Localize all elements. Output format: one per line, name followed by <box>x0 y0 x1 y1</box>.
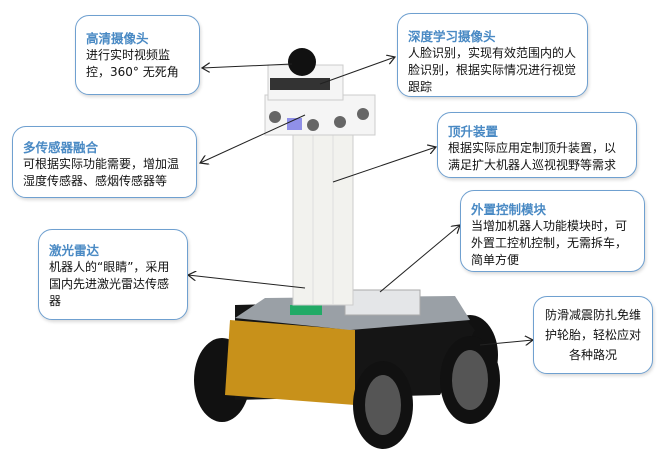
control-module <box>344 289 421 316</box>
callout-title: 外置控制模块 <box>471 202 547 217</box>
deep-learning-camera <box>270 78 330 90</box>
callout-title: 高清摄像头 <box>86 31 149 46</box>
callout-deep-learning-camera: 深度学习摄像头人脸识别，实现有效范围内的人脸识别，根据实际情况进行视觉跟踪 <box>397 13 588 97</box>
lift-column <box>292 134 354 306</box>
callout-multi-sensor: 多传感器融合可根据实际功能需要，增加温湿度传感器、感烟传感器等 <box>12 126 197 198</box>
callout-title: 多传感器融合 <box>23 140 99 155</box>
callout-hd-camera: 高清摄像头进行实时视频监控，360° 无死角 <box>75 15 200 95</box>
chassis-front-panel <box>225 320 355 405</box>
callout-text: 人脸识别，实现有效范围内的人脸识别，根据实际情况进行视觉跟踪 <box>408 46 577 94</box>
sensor-ring <box>264 94 376 136</box>
hd-camera-dome <box>288 48 316 76</box>
callout-tires: 防滑减震防扎免维护轮胎，轻松应对各种路况 <box>533 296 653 374</box>
callout-title: 顶升装置 <box>448 124 499 139</box>
callout-text: 进行实时视频监控，360° 无死角 <box>86 48 179 79</box>
callout-text: 可根据实际功能需要，增加温湿度传感器、感烟传感器等 <box>23 157 180 188</box>
callout-title: 激光雷达 <box>49 243 100 258</box>
callout-text: 根据实际应用定制顶升装置，以满足扩大机器人巡视视野等需求 <box>448 141 617 172</box>
callout-text: 当增加机器人功能模块时，可外置工控机控制，无需拆车，简单方便 <box>471 219 628 267</box>
callout-text: 机器人的“眼睛”，采用国内先进激光雷达传感器 <box>49 260 170 308</box>
callout-arrows <box>188 57 533 345</box>
callout-title: 深度学习摄像头 <box>408 29 496 44</box>
callout-external-control: 外置控制模块当增加机器人功能模块时，可外置工控机控制，无需拆车，简单方便 <box>460 190 645 272</box>
callout-lift-device: 顶升装置根据实际应用定制顶升装置，以满足扩大机器人巡视视野等需求 <box>437 112 637 178</box>
callout-text: 防滑减震防扎免维护轮胎，轻松应对各种路况 <box>544 308 641 362</box>
callout-lidar: 激光雷达机器人的“眼睛”，采用国内先进激光雷达传感器 <box>38 229 188 320</box>
